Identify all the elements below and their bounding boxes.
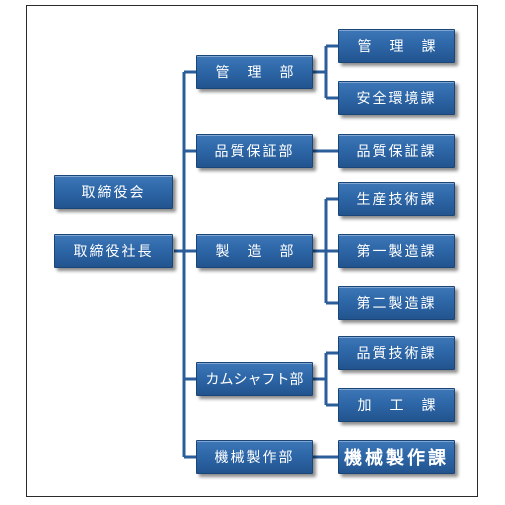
sec-qa-box: 品質保証課 (338, 134, 455, 168)
sec-mfg1-box: 第一製造課 (338, 234, 455, 268)
dept-mfg-box: 製造部 (196, 234, 313, 268)
dept-camshaft-box: カムシャフト部 (196, 362, 313, 396)
sec-machine-box: 機械製作課 (338, 440, 455, 474)
sec-mfg2-box: 第二製造課 (338, 286, 455, 320)
dept-admin-box: 管理部 (196, 55, 313, 89)
sec-processing-box: 加工課 (338, 388, 455, 422)
sec-qualtech-box: 品質技術課 (338, 336, 455, 370)
board-of-directors-box: 取締役会 (54, 175, 173, 209)
sec-safety-box: 安全環境課 (338, 81, 455, 115)
dept-machine-box: 機械製作部 (196, 440, 313, 474)
sec-prodtech-box: 生産技術課 (338, 182, 455, 216)
dept-qa-box: 品質保証部 (196, 134, 313, 168)
sec-admin-box: 管理課 (338, 29, 455, 63)
president-box: 取締役社長 (54, 234, 173, 268)
